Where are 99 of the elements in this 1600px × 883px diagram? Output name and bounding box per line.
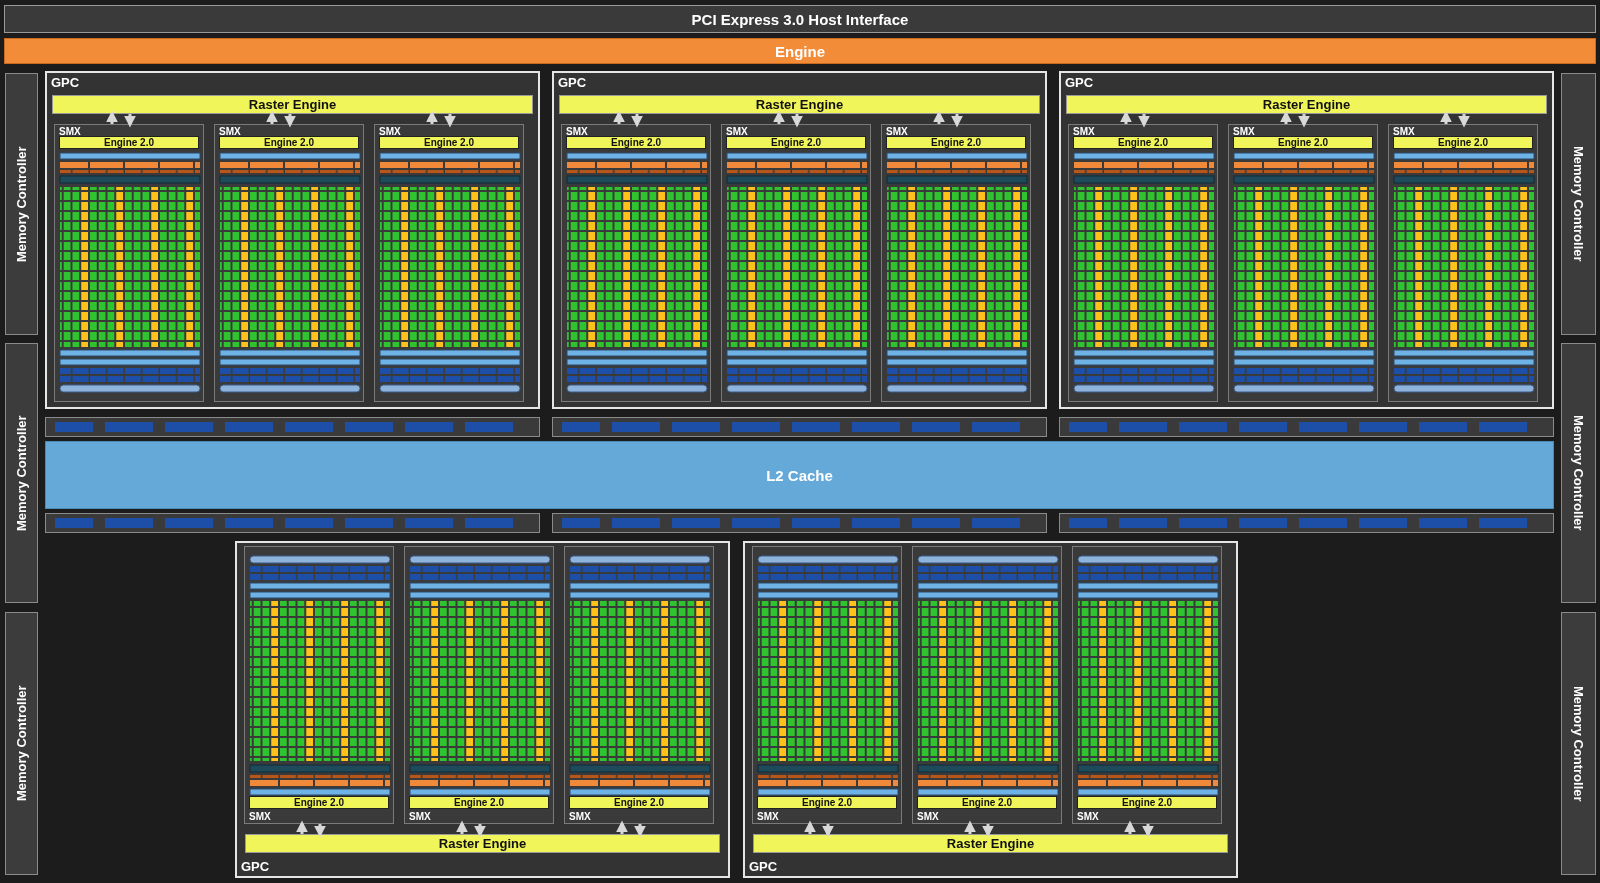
engine-bar: Engine 2.0: [757, 796, 897, 809]
arrow: [474, 824, 486, 838]
arrow: [1124, 820, 1136, 834]
smx-panel: [244, 546, 394, 824]
smx-panel: [54, 124, 204, 402]
engine-bar: Engine 2.0: [1077, 796, 1217, 809]
arrow: [791, 114, 803, 128]
smx-panel: [912, 546, 1062, 824]
arrow: [106, 110, 118, 124]
arrow: [822, 824, 834, 838]
arrow: [634, 824, 646, 838]
arrow: [284, 114, 296, 128]
smx-panel: [721, 124, 871, 402]
smx-panel: [1068, 124, 1218, 402]
arrow: [933, 110, 945, 124]
arrow: [773, 110, 785, 124]
gpc-panel: [743, 541, 1238, 878]
memory-controller-box: Memory Controller: [5, 73, 38, 335]
memory-controller-box: Memory Controller: [5, 612, 38, 875]
smx-label: SMX: [757, 811, 779, 822]
smx-label: SMX: [1233, 126, 1255, 137]
gpc-label: GPC: [241, 859, 270, 874]
memory-controller-box: Memory Controller: [1561, 73, 1596, 335]
gpc-panel: [235, 541, 730, 878]
smx-panel: [564, 546, 714, 824]
gpc-label: GPC: [51, 75, 80, 90]
arrow: [613, 110, 625, 124]
smx-label: SMX: [569, 811, 591, 822]
arrow: [1298, 114, 1310, 128]
arrow: [1280, 110, 1292, 124]
gpc-panel: [552, 71, 1047, 409]
gpc-panel: [1059, 71, 1554, 409]
gpc-label: GPC: [1065, 75, 1094, 90]
raster-engine-bar: Raster Engine: [245, 834, 720, 853]
smx-panel: [214, 124, 364, 402]
raster-engine-bar: Raster Engine: [52, 95, 533, 114]
smx-panel: [374, 124, 524, 402]
raster-engine-bar: Raster Engine: [753, 834, 1228, 853]
engine-bar: Engine 2.0: [1073, 136, 1213, 149]
engine-bar: Engine 2.0: [566, 136, 706, 149]
arrow: [982, 824, 994, 838]
gpc-label: GPC: [558, 75, 587, 90]
memory-controller-box: Memory Controller: [1561, 343, 1596, 603]
smx-label: SMX: [1073, 126, 1095, 137]
smx-label: SMX: [379, 126, 401, 137]
smx-panel: [1072, 546, 1222, 824]
memory-controller-box: Memory Controller: [5, 343, 38, 603]
arrow: [1138, 114, 1150, 128]
arrow: [266, 110, 278, 124]
smx-label: SMX: [219, 126, 241, 137]
host-interface-bar: PCI Express 3.0 Host Interface: [4, 5, 1596, 33]
engine-bar: Engine 2.0: [219, 136, 359, 149]
arrow: [1142, 824, 1154, 838]
arrow: [616, 820, 628, 834]
smx-panel: [881, 124, 1031, 402]
engine-bar: Engine 2.0: [917, 796, 1057, 809]
arrow: [1440, 110, 1452, 124]
memory-controller-box: Memory Controller: [1561, 612, 1596, 875]
smx-panel: [1228, 124, 1378, 402]
arrow: [124, 114, 136, 128]
smx-label: SMX: [886, 126, 908, 137]
raster-engine-bar: Raster Engine: [1066, 95, 1547, 114]
engine-bar: Engine 2.0: [1233, 136, 1373, 149]
arrow: [964, 820, 976, 834]
smx-label: SMX: [249, 811, 271, 822]
arrow: [426, 110, 438, 124]
arrow: [456, 820, 468, 834]
engine-bar: Engine 2.0: [886, 136, 1026, 149]
smx-label: SMX: [917, 811, 939, 822]
arrow: [951, 114, 963, 128]
arrow: [1120, 110, 1132, 124]
smx-panel: [561, 124, 711, 402]
smx-label: SMX: [1393, 126, 1415, 137]
arrow: [1458, 114, 1470, 128]
arrow: [804, 820, 816, 834]
arrow: [631, 114, 643, 128]
engine-bar: Engine 2.0: [249, 796, 389, 809]
gpc-label: GPC: [749, 859, 778, 874]
arrow: [314, 824, 326, 838]
smx-label: SMX: [566, 126, 588, 137]
gpc-panel: [45, 71, 540, 409]
engine-bar: Engine 2.0: [409, 796, 549, 809]
smx-panel: [404, 546, 554, 824]
arrow: [296, 820, 308, 834]
engine-bar: Engine 2.0: [59, 136, 199, 149]
l2-cache-bar: L2 Cache: [45, 441, 1554, 509]
engine-bar: Engine: [4, 38, 1596, 64]
engine-bar: Engine 2.0: [726, 136, 866, 149]
raster-engine-bar: Raster Engine: [559, 95, 1040, 114]
smx-label: SMX: [726, 126, 748, 137]
smx-panel: [1388, 124, 1538, 402]
smx-panel: [752, 546, 902, 824]
smx-label: SMX: [409, 811, 431, 822]
engine-bar: Engine 2.0: [1393, 136, 1533, 149]
engine-bar: Engine 2.0: [379, 136, 519, 149]
smx-label: SMX: [59, 126, 81, 137]
engine-bar: Engine 2.0: [569, 796, 709, 809]
arrow: [444, 114, 456, 128]
smx-label: SMX: [1077, 811, 1099, 822]
